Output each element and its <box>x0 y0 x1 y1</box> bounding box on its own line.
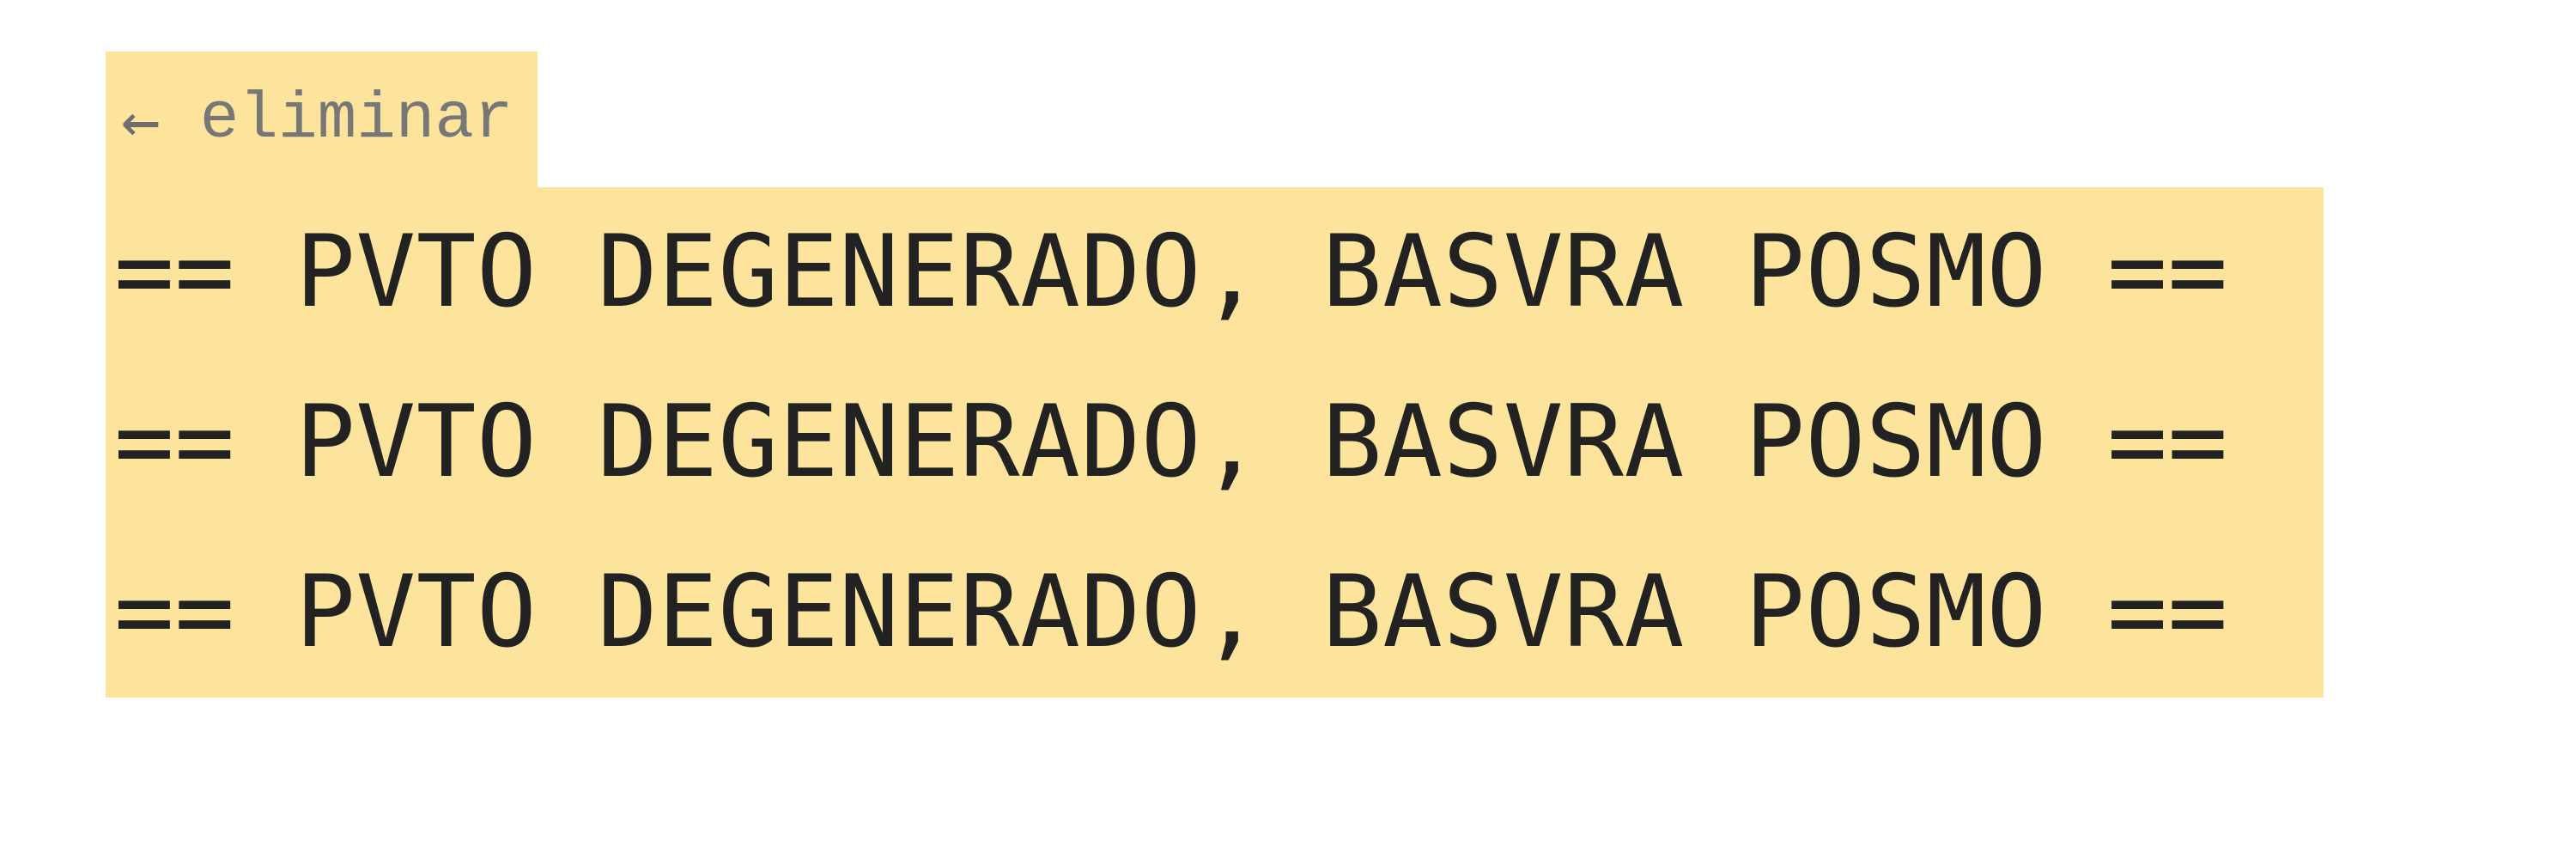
message-line: == PVTO DEGENERADO, BASVRA POSMO == <box>114 554 2228 670</box>
remove-label: eliminar <box>199 82 513 156</box>
highlight-block: ← eliminar == PVTO DEGENERADO, BASVRA POS… <box>106 52 2324 698</box>
remove-button[interactable]: ← eliminar <box>106 52 538 187</box>
message-block: == PVTO DEGENERADO, BASVRA POSMO == == P… <box>106 187 2324 698</box>
message-line: == PVTO DEGENERADO, BASVRA POSMO == <box>114 214 2228 330</box>
message-line: == PVTO DEGENERADO, BASVRA POSMO == <box>114 384 2228 500</box>
left-arrow-icon: ← <box>121 81 161 158</box>
